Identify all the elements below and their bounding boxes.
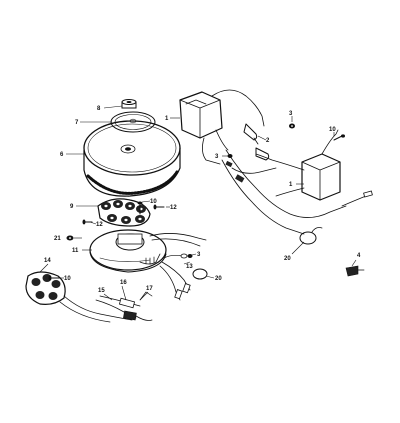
battery-charge-coil — [25, 271, 133, 323]
callout-10-right: 10 — [329, 127, 336, 133]
callout-1-upper: 1 — [165, 116, 169, 122]
flywheel-nut — [121, 99, 137, 109]
stator-base-plate — [89, 229, 167, 273]
callout-6: 6 — [60, 152, 64, 158]
coil-harness — [221, 149, 373, 245]
lower-harness — [95, 291, 153, 321]
callout-10-lower: 10 — [64, 276, 71, 282]
stator-wires — [149, 233, 207, 301]
callout-1-lower: 1 — [289, 182, 293, 188]
callout-8: 8 — [97, 106, 101, 112]
callout-2: 2 — [266, 138, 270, 144]
ignition-coil-lower — [255, 129, 341, 201]
callout-15: 15 — [98, 288, 105, 294]
callout-4: 4 — [357, 253, 361, 259]
callout-12-right: 12 — [170, 205, 177, 211]
callout-20-upper: 20 — [284, 256, 291, 262]
callout-3-right: 3 — [289, 111, 293, 117]
callout-9: 9 — [70, 204, 74, 210]
washer-21 — [66, 235, 74, 241]
callout-14: 14 — [44, 258, 51, 264]
callout-3-lower: 3 — [197, 252, 201, 258]
callout-11: 11 — [72, 248, 79, 254]
flywheel — [83, 120, 181, 197]
callout-12-left: 12 — [96, 222, 103, 228]
callout-21: 21 — [54, 236, 61, 242]
callout-17: 17 — [146, 286, 153, 292]
callout-3-upper: 3 — [215, 154, 219, 160]
callout-20-lower: 20 — [215, 276, 222, 282]
callout-7: 7 — [75, 120, 79, 126]
charge-coil-assembly — [97, 198, 151, 227]
callout-10-coil: 10 — [150, 199, 157, 205]
callout-13: 13 — [186, 264, 193, 270]
callout-16: 16 — [120, 280, 127, 286]
ring-20-lower — [192, 268, 208, 280]
terminal-4 — [345, 265, 365, 277]
ignition-coil-upper — [179, 89, 265, 165]
callout-labels: 8 7 6 1 2 3 3 10 1 9 10 12 12 21 11 3 13… — [44, 106, 361, 294]
leader-lines — [39, 105, 357, 301]
